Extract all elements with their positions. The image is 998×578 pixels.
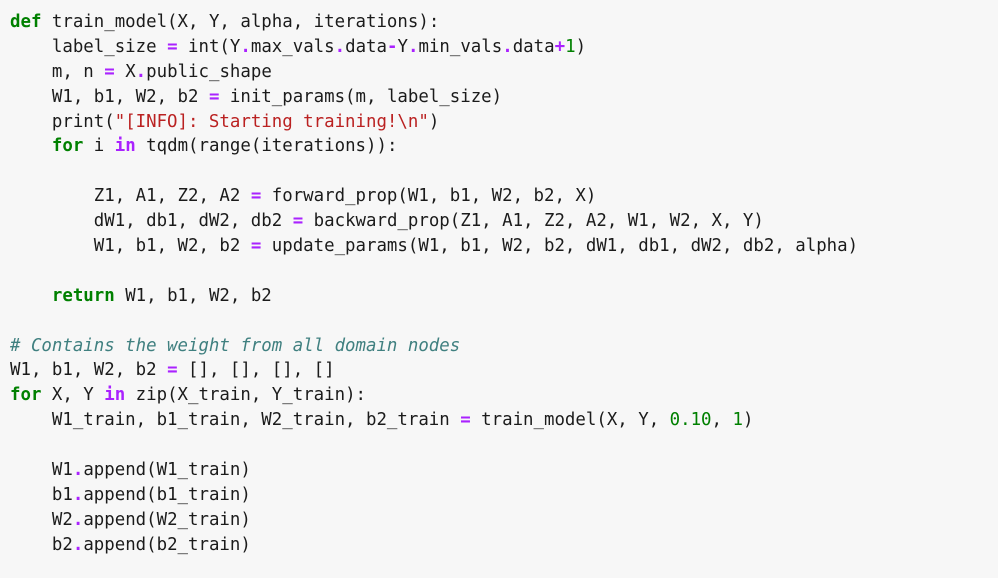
code-line: Z1, A1, Z2, A2 = forward_prop(W1, b1, W2… bbox=[10, 184, 998, 209]
number-token: 0.10 bbox=[669, 410, 712, 431]
code-text: max_vals bbox=[250, 36, 335, 57]
code-text: print( bbox=[10, 111, 115, 132]
operator-token: . bbox=[334, 36, 346, 57]
operator-token: in bbox=[104, 385, 126, 406]
code-text: ) bbox=[428, 111, 440, 132]
code-text: W1, b1, W2, b2 bbox=[114, 285, 272, 306]
code-text: ) bbox=[575, 36, 587, 57]
code-text: i bbox=[83, 136, 115, 157]
code-line bbox=[10, 309, 998, 334]
operator-token: . bbox=[72, 509, 84, 530]
operator-token: = bbox=[250, 186, 262, 207]
code-line: b1.append(b1_train) bbox=[10, 483, 998, 508]
code-text: X bbox=[114, 61, 136, 82]
code-text: b2 bbox=[10, 534, 73, 555]
operator-token: . bbox=[72, 484, 84, 505]
operator-token: = bbox=[292, 211, 304, 232]
code-text: W2 bbox=[10, 509, 73, 530]
code-line: b2.append(b2_train) bbox=[10, 533, 998, 558]
code-text: tqdm(range(iterations)): bbox=[135, 136, 398, 157]
operator-token: = bbox=[104, 61, 115, 82]
code-line: def train_model(X, Y, alpha, iterations)… bbox=[10, 10, 998, 35]
code-text: train_model(X, Y, alpha, iterations): bbox=[41, 12, 440, 32]
code-text: X, Y bbox=[41, 385, 105, 406]
code-text: W1, b1, W2, b2 bbox=[10, 86, 209, 107]
code-line: dW1, db1, dW2, db2 = backward_prop(Z1, A… bbox=[10, 209, 998, 234]
keyword-token: return bbox=[51, 285, 115, 306]
operator-token: . bbox=[502, 36, 513, 57]
code-text: append(W1_train) bbox=[83, 460, 251, 481]
number-token: 1 bbox=[565, 36, 576, 57]
code-text: m, n bbox=[10, 61, 105, 82]
code-line: W1.append(W1_train) bbox=[10, 458, 998, 483]
keyword-token: def bbox=[10, 12, 42, 32]
code-text: train_model(X, Y, bbox=[470, 410, 670, 431]
code-text: append(b2_train) bbox=[83, 534, 251, 555]
operator-token: + bbox=[554, 36, 566, 57]
code-line: for i in tqdm(range(iterations)): bbox=[10, 134, 998, 159]
code-line: W1, b1, W2, b2 = init_params(m, label_si… bbox=[10, 85, 998, 110]
code-line: for X, Y in zip(X_train, Y_train): bbox=[10, 383, 998, 408]
code-line: W2.append(W2_train) bbox=[10, 508, 998, 533]
operator-token: . bbox=[72, 460, 84, 481]
operator-token: = bbox=[208, 86, 220, 107]
code-text: init_params(m, label_size) bbox=[219, 86, 503, 107]
code-text: data bbox=[345, 36, 387, 57]
code-text bbox=[10, 286, 52, 306]
code-text: dW1, db1, dW2, db2 bbox=[10, 211, 293, 232]
code-line: return W1, b1, W2, b2 bbox=[10, 284, 998, 309]
code-text: public_shape bbox=[146, 61, 272, 82]
operator-token: = bbox=[460, 410, 471, 431]
code-line bbox=[10, 433, 998, 458]
operator-token: = bbox=[250, 236, 262, 257]
operator-token: - bbox=[387, 36, 398, 57]
number-token: 1 bbox=[732, 410, 743, 431]
code-line: W1, b1, W2, b2 = update_params(W1, b1, W… bbox=[10, 234, 998, 259]
code-text: data bbox=[512, 36, 555, 57]
code-text: label_size bbox=[10, 36, 168, 57]
code-line: m, n = X.public_shape bbox=[10, 60, 998, 85]
code-text: b1 bbox=[10, 484, 73, 505]
code-text: Z1, A1, Z2, A2 bbox=[10, 186, 251, 207]
code-text: , bbox=[711, 410, 733, 431]
code-text: [], [], [], [] bbox=[177, 360, 335, 381]
code-text: append(b1_train) bbox=[83, 484, 251, 505]
code-text bbox=[10, 136, 52, 156]
code-text: Y bbox=[397, 36, 408, 57]
code-text: int(Y bbox=[177, 36, 241, 57]
code-line: W1_train, b1_train, W2_train, b2_train =… bbox=[10, 408, 998, 433]
code-text: W1 bbox=[10, 460, 73, 481]
code-block[interactable]: def train_model(X, Y, alpha, iterations)… bbox=[10, 10, 998, 558]
operator-token: = bbox=[167, 360, 178, 381]
code-line: # Contains the weight from all domain no… bbox=[10, 334, 998, 359]
code-text: append(W2_train) bbox=[83, 509, 251, 530]
code-text: backward_prop(Z1, A1, Z2, A2, W1, W2, X,… bbox=[303, 211, 764, 232]
operator-token: . bbox=[240, 36, 251, 57]
operator-token: in bbox=[114, 136, 136, 157]
operator-token: = bbox=[167, 36, 178, 57]
operator-token: . bbox=[135, 61, 147, 82]
string-token: "[INFO]: Starting training!\n" bbox=[114, 111, 429, 132]
comment-token: # Contains the weight from all domain no… bbox=[10, 335, 461, 356]
code-line: W1, b1, W2, b2 = [], [], [], [] bbox=[10, 358, 998, 383]
code-line bbox=[10, 159, 998, 184]
code-line bbox=[10, 259, 998, 284]
code-text: W1_train, b1_train, W2_train, b2_train bbox=[10, 410, 461, 431]
code-text: W1, b1, W2, b2 bbox=[10, 360, 168, 381]
code-text: zip(X_train, Y_train): bbox=[125, 385, 367, 406]
code-text: min_vals bbox=[418, 36, 503, 57]
code-line: print("[INFO]: Starting training!\n") bbox=[10, 110, 998, 135]
code-text: forward_prop(W1, b1, W2, b2, X) bbox=[261, 186, 597, 207]
keyword-token: for bbox=[51, 136, 84, 157]
code-text: ) bbox=[742, 410, 754, 431]
keyword-token: for bbox=[10, 385, 42, 406]
operator-token: . bbox=[72, 534, 84, 555]
code-text: W1, b1, W2, b2 bbox=[10, 236, 251, 257]
operator-token: . bbox=[407, 36, 419, 57]
code-line: label_size = int(Y.max_vals.data-Y.min_v… bbox=[10, 35, 998, 60]
code-text: update_params(W1, b1, W2, b2, dW1, db1, … bbox=[261, 236, 859, 257]
